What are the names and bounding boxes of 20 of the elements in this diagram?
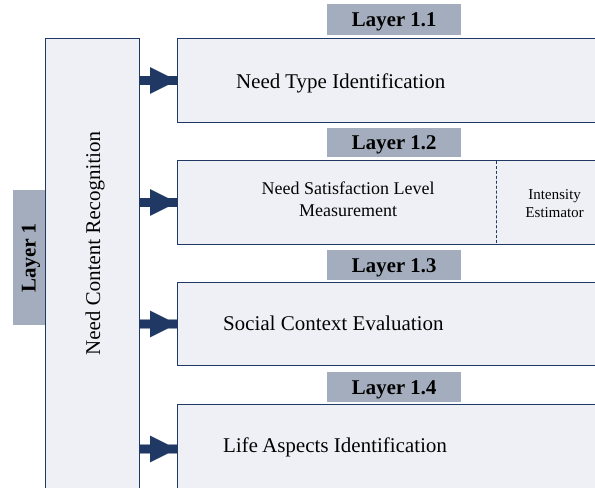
process-box (177, 404, 595, 488)
layer-tab: Layer 1.3 (327, 250, 461, 280)
box-text: Need Satisfaction Level Measurement (260, 178, 436, 222)
layer-tab: Layer 1.1 (327, 4, 461, 35)
process-box (177, 160, 595, 245)
arrow (140, 310, 177, 338)
process-box (45, 38, 140, 488)
arrow (140, 67, 177, 94)
box-text: Social Context Evaluation (223, 311, 444, 336)
box-text: Life Aspects Identification (223, 433, 447, 458)
process-box (177, 38, 595, 123)
process-box (177, 282, 595, 366)
box-text: Need Content Recognition (81, 131, 106, 355)
layer-tab: Layer 1 (13, 190, 45, 325)
box-text: Need Type Identification (236, 69, 446, 94)
arrow (140, 189, 177, 216)
layer-tab: Layer 1.2 (327, 128, 461, 157)
layer-tab: Layer 1.4 (327, 372, 461, 402)
arrow (140, 436, 177, 462)
box-text: Intensity Estimator (524, 186, 585, 222)
